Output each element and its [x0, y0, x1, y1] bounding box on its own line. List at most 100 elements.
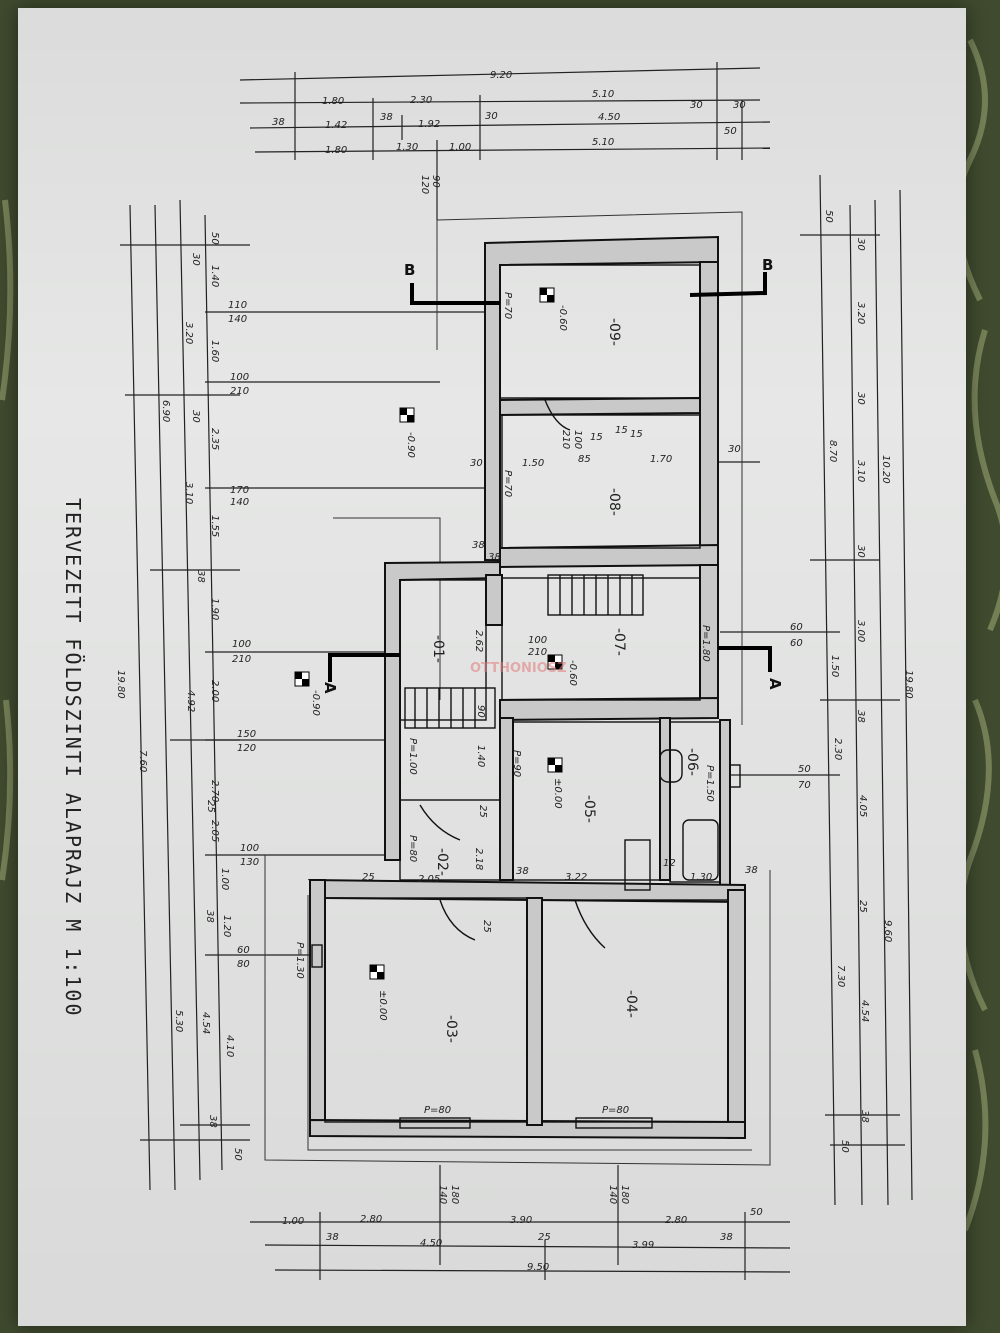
dimension-label: 30	[470, 458, 483, 469]
dimension-label: 1.80	[325, 145, 347, 156]
dimension-label: P=70	[502, 292, 513, 319]
dimension-label: P=1.30	[294, 942, 305, 979]
dimension-label: 38	[516, 866, 529, 877]
dimension-label: 15	[590, 432, 603, 443]
dimension-label: 1.60	[209, 340, 220, 362]
dimension-label: 3.20	[183, 322, 194, 344]
dimension-label: 210	[230, 386, 249, 397]
dimension-label: 6.90	[160, 400, 171, 422]
dimension-label: P=1.00	[407, 738, 418, 775]
dimension-label: 50	[839, 1140, 850, 1153]
dimension-label: 4.92	[185, 690, 196, 712]
dimension-label: 50	[724, 126, 737, 137]
top-dimension-labels: 9.20 1.80 2.30 5.10 30 30 38 1.42 38 1.9…	[272, 70, 746, 194]
dimension-label: P=80	[407, 835, 418, 862]
dimension-label: 180	[449, 1185, 460, 1204]
room-05-level: ±0.00	[552, 778, 563, 809]
dimension-label: 1.30	[690, 872, 712, 883]
level-markers	[294, 287, 563, 980]
dimension-label: 120	[237, 743, 256, 754]
dimension-label: 140	[607, 1185, 618, 1204]
dimension-label: 3.10	[855, 460, 866, 482]
dimension-label: 25	[205, 800, 216, 813]
dimension-label: 5.10	[592, 137, 614, 148]
dimension-label: 170	[230, 485, 249, 496]
dimension-label: 210	[528, 647, 547, 658]
room-labels: -09- -0.60 -08- -07- -0.60 -01- -05- ±0.…	[310, 305, 700, 1043]
room-09-level: -0.60	[557, 305, 568, 331]
dimension-label: 1.42	[325, 120, 347, 131]
section-mark-b-left: B	[404, 261, 415, 279]
room-02-number: -02-	[434, 848, 450, 876]
dimension-label: P=90	[511, 750, 522, 777]
dimension-label: 9.20	[490, 70, 512, 81]
dimension-label: 38	[272, 117, 285, 128]
dimension-label: 15	[615, 425, 628, 436]
dimension-label: P=1.50	[704, 765, 715, 802]
dimension-label: 30	[690, 100, 703, 111]
dimension-label: 4.10	[224, 1035, 235, 1057]
dimension-label: 130	[240, 857, 259, 868]
dimension-label: 50	[209, 232, 220, 245]
dimension-label: 30	[728, 444, 741, 455]
room-07-level: -0.60	[567, 660, 578, 686]
dimension-label: 38	[207, 1115, 218, 1128]
section-mark-b-right: B	[762, 256, 773, 274]
drawing-title: TERVEZETT FÖLDSZINTI ALAPRAJZ M 1:100	[61, 498, 85, 1018]
dimension-label: 4.54	[859, 1000, 870, 1022]
dimension-label: 38	[488, 552, 501, 563]
dimension-label: 30	[733, 100, 746, 111]
dimension-label: 1.40	[475, 745, 486, 767]
dimension-label: 2.35	[209, 428, 220, 450]
room-06-number: -06-	[684, 748, 700, 776]
dimension-label: 3.22	[565, 872, 587, 883]
dimension-label: 100	[572, 430, 583, 449]
dimension-label: 60	[237, 945, 250, 956]
dimension-label: 25	[477, 805, 488, 818]
dimension-label: 1.50	[522, 458, 544, 469]
section-mark-a-right: A	[766, 678, 784, 690]
dimension-label: P=1.80	[700, 625, 711, 662]
dimension-label: 3.00	[855, 620, 866, 642]
dimension-label: 9.50	[527, 1262, 549, 1273]
dimension-label: 2.30	[410, 95, 432, 106]
dimension-label: 38	[472, 540, 485, 551]
room-01-number: -01-	[430, 635, 446, 663]
dimension-label: 25	[362, 872, 375, 883]
dimension-label: 3.99	[632, 1240, 654, 1251]
dimension-label: 60	[790, 622, 803, 633]
dimension-label: 1.92	[418, 119, 440, 130]
dimension-label: 140	[437, 1185, 448, 1204]
dimension-label: 85	[578, 454, 591, 465]
dimension-label: 2.05	[418, 874, 440, 885]
dimension-label: 2.30	[832, 738, 843, 760]
dimension-label: 8.70	[827, 440, 838, 462]
room-07-number: -07-	[611, 628, 627, 656]
dimension-label: 38	[326, 1232, 339, 1243]
dimension-label: 4.05	[857, 795, 868, 817]
dimension-label: 110	[228, 300, 247, 311]
dimension-label: 4.50	[598, 112, 620, 123]
dimension-label: 25	[481, 920, 492, 933]
dimension-label: 120	[419, 175, 430, 194]
dimension-label: 30	[190, 253, 201, 266]
dimension-label: 1.00	[219, 868, 230, 890]
dimension-label: P=80	[602, 1105, 629, 1116]
room-03-number: -03-	[443, 1015, 459, 1043]
dimension-label: 2.80	[665, 1215, 687, 1226]
dimension-label: 4.54	[200, 1012, 211, 1034]
dimension-label: 9.60	[882, 920, 893, 942]
dimension-label: 1.30	[396, 142, 418, 153]
dimension-label: 30	[855, 238, 866, 251]
room-05-number: -05-	[581, 795, 597, 823]
dimension-label: 3.10	[183, 482, 194, 504]
dimension-label: 50	[823, 210, 834, 223]
dimension-label: 100	[528, 635, 547, 646]
watermark-text: OTTHONIOSZ	[470, 661, 567, 676]
dimension-label: 140	[230, 497, 249, 508]
bottom-dimension-labels: 1.00 2.80 3.90 2.80 50 38 4.50 25 3.99 3…	[282, 1185, 763, 1273]
dimension-label: 80	[237, 959, 250, 970]
dimension-label: 2.62	[473, 630, 484, 652]
room-04-number: -04-	[623, 990, 639, 1018]
